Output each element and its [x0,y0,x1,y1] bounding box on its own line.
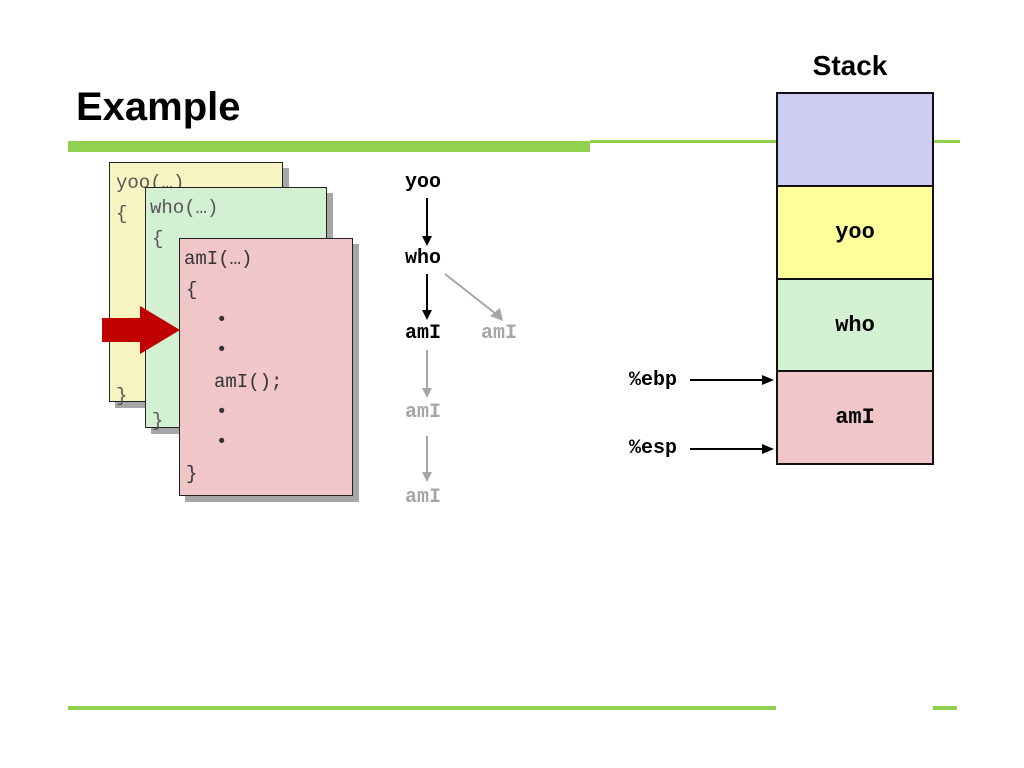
code-line: • [216,401,228,423]
code-card-ami: amI(…) { • • amI(); • • } [179,238,353,496]
register-pointer-arrows [690,375,774,454]
call-tree-ami-sibling: amI [481,322,518,345]
code-line: • [216,309,228,331]
call-tree-ami-recursive-2: amI [405,486,442,509]
slide-title: Example [76,85,241,129]
code-line: amI(…) [184,248,253,270]
code-line: } [152,410,164,432]
call-tree-ami: amI [405,322,442,345]
code-line: } [116,385,128,407]
code-line: amI(); [214,371,283,393]
code-line: • [216,431,228,453]
stack-frame-ami: amI [778,372,932,463]
code-line: { [152,228,164,250]
arrowhead [422,236,432,246]
stack: yoo who amI [776,92,934,465]
code-line: • [216,339,228,361]
ebp-pointer-arrowhead [762,375,774,385]
stack-frame-who: who [778,280,932,372]
title-underline-thin [590,140,960,143]
call-tree-edges [422,198,503,482]
arrowhead [422,310,432,320]
register-ebp-label: %ebp [629,369,678,392]
call-tree-who: who [405,247,442,270]
register-esp-label: %esp [629,437,678,460]
code-line: { [186,279,198,301]
footer-divider [68,706,776,710]
call-tree-yoo: yoo [405,171,442,194]
title-underline [68,141,590,152]
arrowhead [490,308,503,321]
stack-frame-yoo: yoo [778,187,932,280]
stack-title: Stack [812,50,888,81]
code-line: who(…) [150,197,219,219]
edge-who-ami-side [444,273,497,315]
stack-frame-top [778,94,932,187]
footer-divider-right [933,706,957,710]
call-tree-ami-recursive: amI [405,401,442,424]
code-line: } [186,463,198,485]
code-line: { [116,203,128,225]
current-position-arrow-icon [102,306,180,354]
esp-pointer-arrowhead [762,444,774,454]
arrowhead [422,472,432,482]
arrowhead [422,388,432,398]
